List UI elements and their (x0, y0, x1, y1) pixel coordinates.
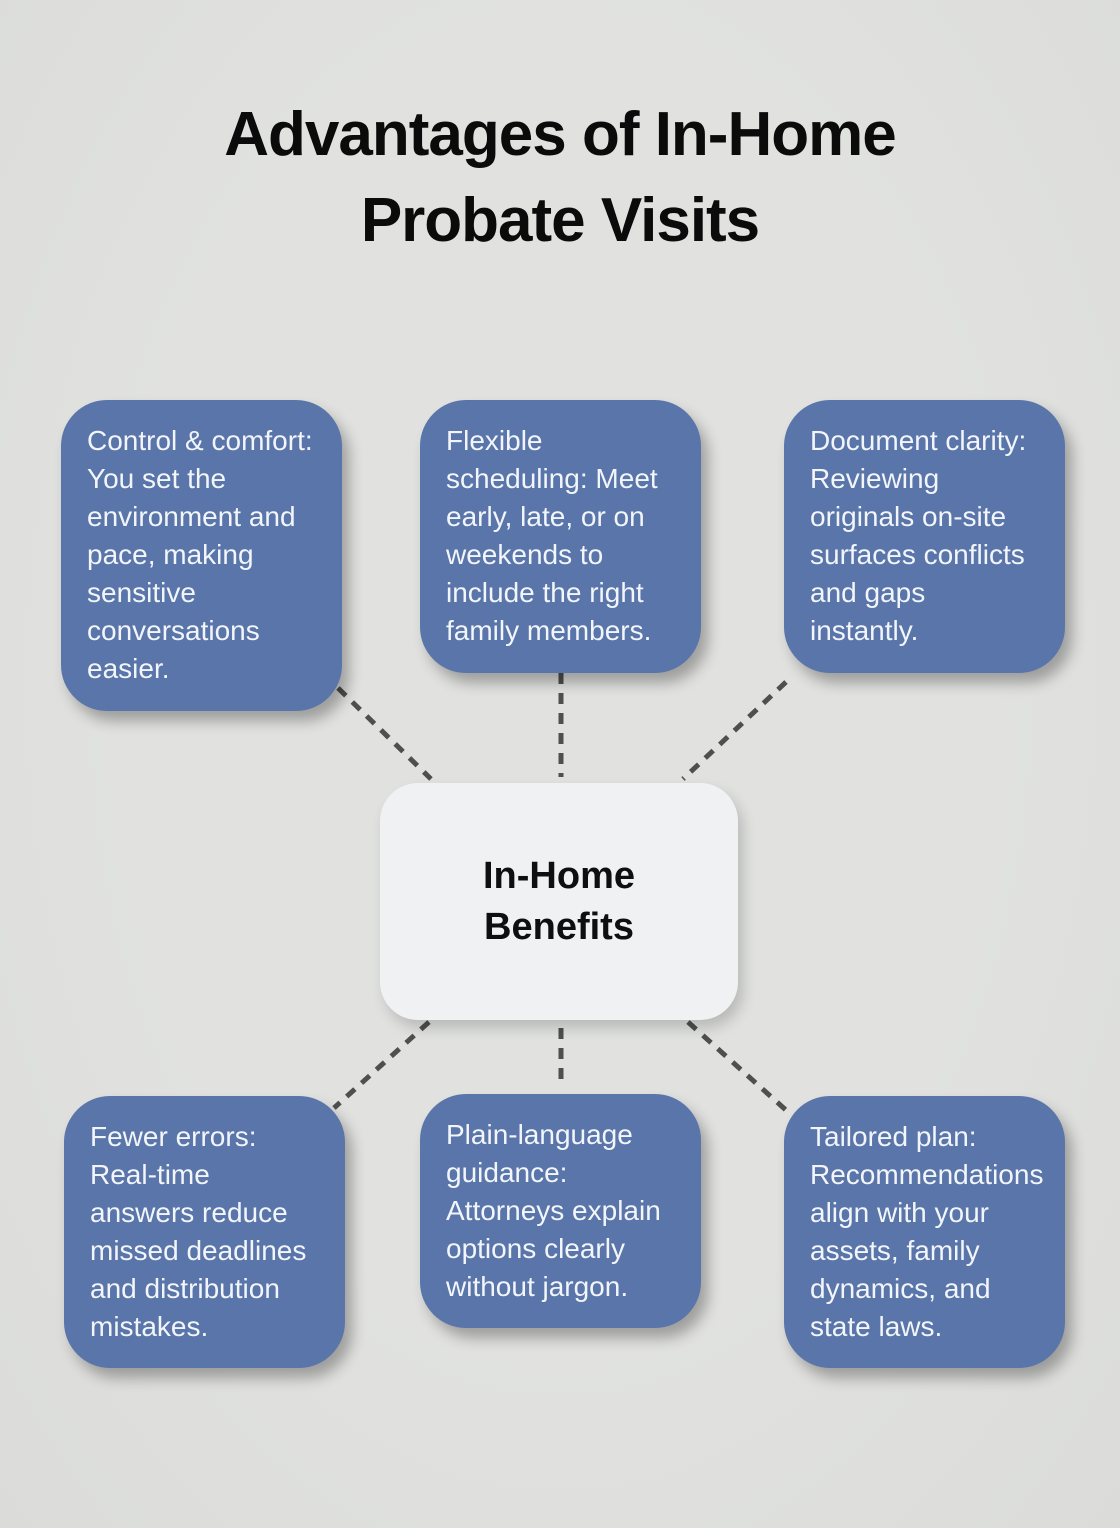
node-text: Control & comfort: You set the environme… (87, 425, 313, 685)
node-control-comfort: Control & comfort: You set the environme… (61, 400, 342, 711)
node-plain-language: Plain-language guidance: Attorneys expla… (420, 1094, 701, 1329)
connector-top-left (336, 686, 433, 781)
node-tailored-plan: Tailored plan: Recommendations align wit… (784, 1096, 1065, 1369)
node-fewer-errors: Fewer errors: Real-time answers reduce m… (64, 1096, 345, 1369)
page-title: Advantages of In-Home Probate Visits (224, 100, 896, 255)
node-text: Tailored plan: Recommendations align wit… (810, 1121, 1044, 1343)
connector-bottom-right (686, 1020, 789, 1113)
node-text: Fewer errors: Real-time answers reduce m… (90, 1121, 307, 1343)
center-node-label: In-Home Benefits (483, 855, 635, 948)
node-text: Flexible scheduling: Meet early, late, o… (446, 425, 658, 647)
node-document-clarity: Document clarity: Reviewing originals on… (784, 400, 1065, 673)
node-flexible-scheduling: Flexible scheduling: Meet early, late, o… (420, 400, 701, 673)
node-text: Document clarity: Reviewing originals on… (810, 425, 1027, 647)
connector-bottom-left (332, 1020, 431, 1110)
connector-top-right (681, 680, 788, 781)
node-text: Plain-language guidance: Attorneys expla… (446, 1119, 661, 1303)
center-node: In-Home Benefits (380, 783, 738, 1020)
